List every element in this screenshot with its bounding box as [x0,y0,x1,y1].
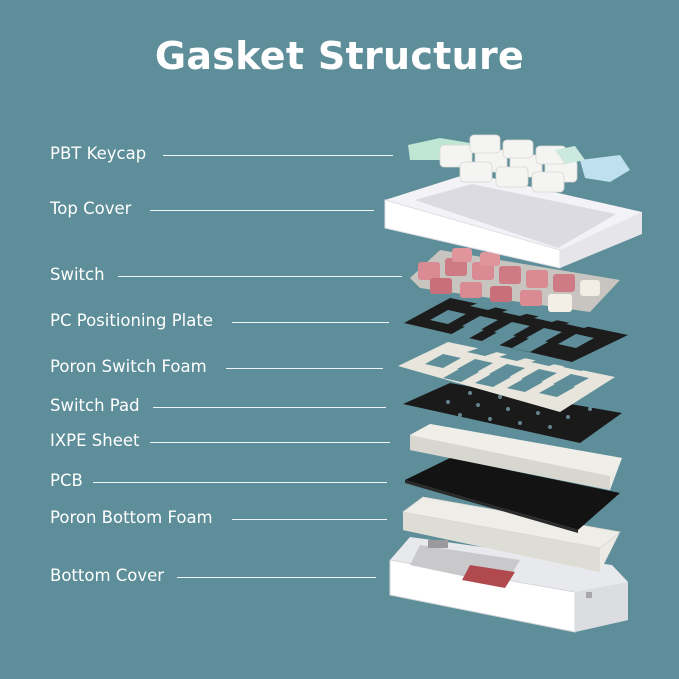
leader-line-poron-bottom-foam [232,519,387,520]
label-pcb: PCB [50,471,83,490]
label-pc-positioning-plate: PC Positioning Plate [50,311,213,330]
leader-line-poron-switch-foam [226,368,383,369]
leader-line-switch [118,276,402,277]
top-cover-part [384,173,642,269]
leader-line-pbt-keycap [163,155,393,156]
leader-line-top-cover [150,210,374,211]
ixpe-sheet-part [410,424,622,490]
label-poron-switch-foam: Poron Switch Foam [50,357,207,376]
poron-switch-foam-part [398,342,615,412]
leader-line-switch-pad [153,407,386,408]
pcb-part [405,458,620,533]
pc-positioning-plate-part [404,298,628,362]
label-ixpe-sheet: IXPE Sheet [50,431,140,450]
leader-line-ixpe-sheet [150,442,390,443]
switches-part [410,248,620,312]
label-poron-bottom-foam: Poron Bottom Foam [50,508,213,527]
label-pbt-keycap: PBT Keycap [50,144,147,163]
page-title: Gasket Structure [154,34,525,78]
leader-line-pcb [93,482,387,483]
leader-line-pc-positioning-plate [232,322,389,323]
label-top-cover: Top Cover [50,199,132,218]
poron-bottom-foam-part [402,496,621,572]
label-bottom-cover: Bottom Cover [50,566,165,585]
label-switch-pad: Switch Pad [50,396,140,415]
label-switch: Switch [50,265,105,284]
keycaps-part [408,134,630,193]
leader-line-bottom-cover [177,577,376,578]
